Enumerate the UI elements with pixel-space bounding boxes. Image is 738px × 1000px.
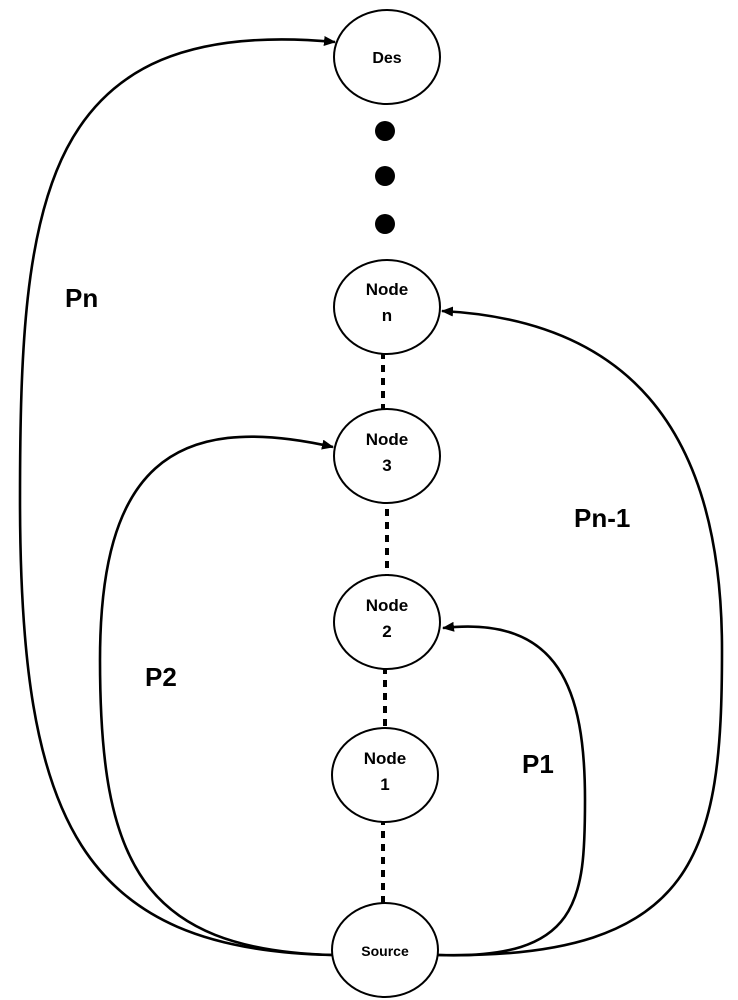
arc-p1 [437, 621, 587, 957]
ellipsis-dot [375, 166, 395, 186]
node-source: Source [331, 902, 439, 998]
path-label-p2: P2 [145, 662, 177, 692]
arc-pn [18, 36, 336, 957]
path-label-pn: Pn [65, 283, 98, 313]
node-2: Node 2 [333, 574, 441, 670]
ellipsis-dot [375, 214, 395, 234]
node-1-label-line2: 1 [380, 775, 389, 794]
node-n-label-line2: n [382, 306, 392, 325]
node-n-label-line1: Node [366, 280, 409, 299]
node-2-label-line2: 2 [382, 622, 391, 641]
ellipsis-dot [375, 121, 395, 141]
node-des-label: Des [372, 50, 401, 67]
arc-p2 [98, 435, 334, 957]
node-3-label-line1: Node [366, 430, 409, 449]
node-3: Node 3 [333, 408, 441, 504]
node-n: Node n [333, 259, 441, 355]
node-des: Des [333, 9, 441, 105]
path-label-pn-minus-1: Pn-1 [574, 503, 630, 533]
path-label-p1: P1 [522, 749, 554, 779]
arc-pn-minus-1 [437, 306, 724, 957]
node-2-label-line1: Node [366, 596, 409, 615]
node-3-label-line2: 3 [382, 456, 391, 475]
node-1-label-line1: Node [364, 749, 407, 768]
node-1: Node 1 [331, 727, 439, 823]
node-source-label: Source [361, 943, 409, 959]
